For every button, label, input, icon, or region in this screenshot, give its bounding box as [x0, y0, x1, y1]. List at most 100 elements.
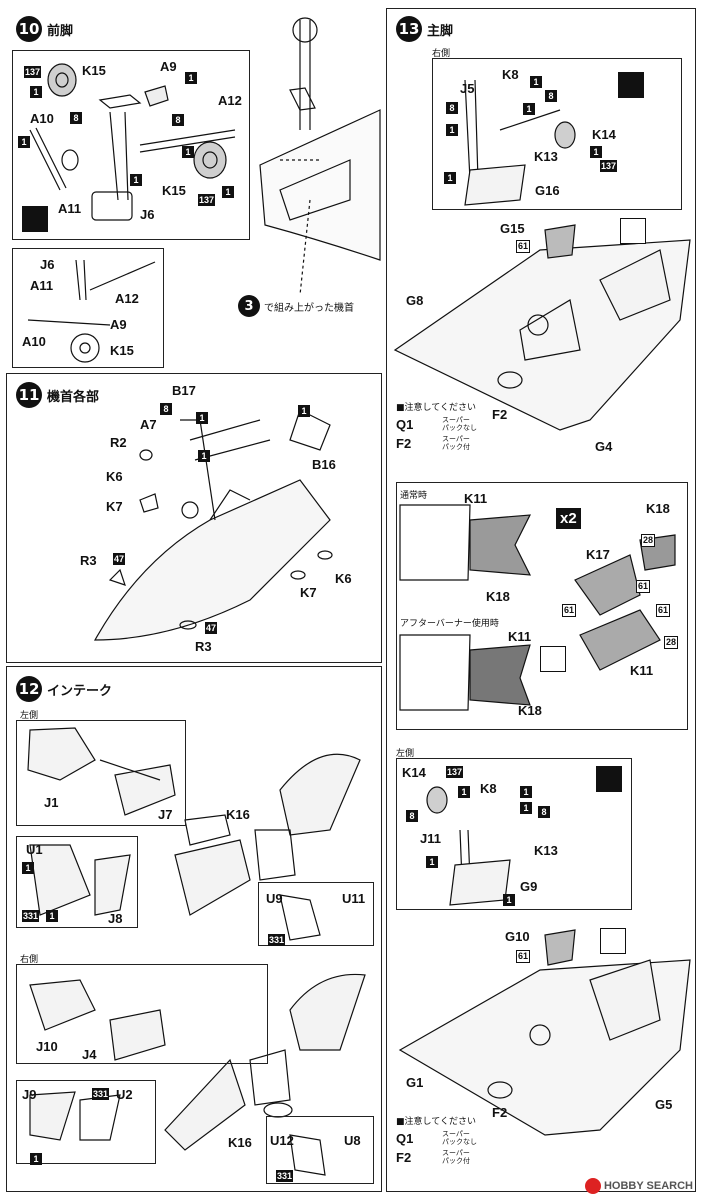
- label-K17: K17: [586, 547, 610, 562]
- step-12-panel-right-c: [266, 1116, 374, 1184]
- paint-tag-8: 8: [160, 403, 172, 415]
- paint-tag-61: 61: [516, 950, 531, 963]
- note-code-q1: Q1: [396, 1130, 414, 1146]
- paint-tag-1: 1: [520, 802, 532, 814]
- label-K11: K11: [464, 491, 488, 506]
- paint-tag-47: 47: [205, 622, 218, 634]
- step-13-right-panel: [432, 58, 682, 210]
- hobby-search-logo-icon: [584, 1178, 601, 1194]
- paint-tag-8: 8: [70, 112, 82, 124]
- caution-box: ■注意してください Q1 スーパー パックなし F2 スーパー パック付: [396, 1114, 477, 1165]
- paint-tag-1: 1: [298, 405, 310, 417]
- paint-tag-137: 137: [600, 160, 618, 172]
- watermark-text: HOBBY SEARCH: [603, 1180, 693, 1192]
- label-G16: G16: [535, 183, 560, 198]
- paint-tag-1: 1: [18, 136, 30, 148]
- no-glue-icon: [620, 218, 646, 244]
- label-J6: J6: [140, 207, 155, 222]
- label-K6: K6: [106, 469, 123, 484]
- step-number: 10: [16, 16, 42, 42]
- note-text-q1: スーパー パックなし: [442, 416, 477, 432]
- step-12-panel-left-a: [16, 720, 186, 826]
- paint-tag-1: 1: [196, 412, 208, 424]
- paint-tag-1: 1: [444, 172, 456, 184]
- paint-tag-137: 137: [24, 66, 42, 78]
- step-3-text: で組み上がった機首: [264, 302, 354, 314]
- step-10-panel-a: [12, 50, 250, 240]
- label-U8: U8: [344, 1133, 361, 1148]
- label-A7: A7: [140, 417, 157, 432]
- paint-tag-137: 137: [446, 766, 464, 778]
- caution-f2: F2 スーパー パック付: [396, 1149, 477, 1165]
- label-A12: A12: [218, 93, 242, 108]
- step-10-panel-b: [12, 248, 164, 368]
- label-B17: B17: [172, 383, 196, 398]
- side-label-left: 左側: [396, 749, 415, 759]
- label-R3: R3: [80, 553, 97, 568]
- paint-tag-1: 1: [426, 856, 438, 868]
- metal-part-icon: [22, 206, 48, 232]
- paint-tag-61: 61: [562, 604, 577, 617]
- paint-tag-1: 1: [222, 186, 234, 198]
- label-K16: K16: [226, 807, 250, 822]
- label-K6-b: K6: [335, 571, 352, 586]
- paint-tag-8: 8: [538, 806, 550, 818]
- paint-tag-1: 1: [30, 86, 42, 98]
- label-A10-b: A10: [22, 334, 46, 349]
- label-K11-c: K11: [630, 663, 654, 678]
- label-K13-b: K13: [534, 843, 558, 858]
- step-12-panel-right-a: [16, 964, 268, 1064]
- label-G4: G4: [595, 439, 613, 454]
- label-A12-b: A12: [115, 291, 139, 306]
- label-K7: K7: [106, 499, 123, 514]
- step-13-left-panel: [396, 758, 632, 910]
- paint-tag-8: 8: [406, 810, 418, 822]
- step-number: 12: [16, 676, 42, 702]
- paint-tag-8: 8: [545, 90, 557, 102]
- paint-tag-28: 28: [664, 636, 679, 649]
- step-11-header: 11 機首各部: [16, 382, 99, 408]
- label-U12: U12: [270, 1133, 294, 1148]
- label-G15: G15: [500, 221, 525, 236]
- note-code-f2: F2: [396, 435, 412, 451]
- step-10-header: 10 前脚: [16, 16, 73, 42]
- label-K18-b: K18: [646, 501, 670, 516]
- label-B16: B16: [312, 457, 336, 472]
- paint-tag-1: 1: [198, 450, 210, 462]
- watermark: HOBBY SEARCH: [584, 1178, 693, 1194]
- label-K15: K15: [82, 63, 106, 78]
- step-12-panel-left-b: [16, 836, 138, 928]
- paint-tag-61: 61: [516, 240, 531, 253]
- paint-tag-331: 331: [268, 934, 286, 946]
- paint-tag-8: 8: [172, 114, 184, 126]
- paint-tag-1: 1: [520, 786, 532, 798]
- step-3-reference: 3 で組み上がった機首: [238, 295, 354, 317]
- paint-tag-1: 1: [130, 174, 142, 186]
- paint-tag-1: 1: [458, 786, 470, 798]
- label-A9-b: A9: [110, 317, 127, 332]
- label-G10: G10: [505, 929, 530, 944]
- label-K8-b: K8: [480, 781, 497, 796]
- label-K15-c: K15: [110, 343, 134, 358]
- paint-tag-1: 1: [185, 72, 197, 84]
- paint-tag-331: 331: [276, 1170, 294, 1182]
- caution-q1: Q1 スーパー パックなし: [396, 416, 477, 432]
- label-J8: J8: [108, 911, 123, 926]
- label-K18: K18: [486, 589, 510, 604]
- quantity-x2: x2: [556, 508, 581, 529]
- paint-tag-1: 1: [503, 894, 515, 906]
- side-label-right: 右側: [432, 49, 451, 59]
- step-number: 3: [238, 295, 260, 317]
- step-12-frame: [6, 666, 382, 1192]
- label-J6-b: J6: [40, 257, 55, 272]
- label-K13: K13: [534, 149, 558, 164]
- label-F2-b: F2: [492, 1105, 508, 1120]
- mode-afterburner: アフターバーナー使用時: [400, 619, 499, 629]
- note-text-f2: スーパー パック付: [442, 1149, 470, 1165]
- label-A11: A11: [58, 201, 82, 216]
- label-R3-b: R3: [195, 639, 212, 654]
- label-G9: G9: [520, 879, 538, 894]
- side-label-right: 右側: [20, 955, 39, 965]
- label-K14: K14: [592, 127, 616, 142]
- label-K14-b: K14: [402, 765, 426, 780]
